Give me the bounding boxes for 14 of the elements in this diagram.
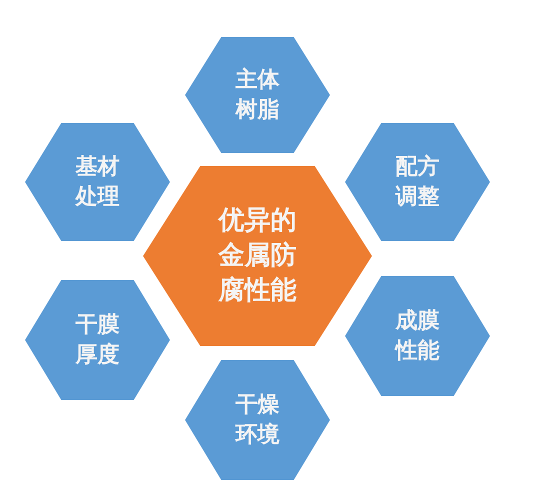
hexagon-node <box>345 123 490 241</box>
node-label: 主体树脂 <box>234 66 280 124</box>
node-label: 干燥环境 <box>234 391 280 449</box>
node-label: 干膜厚度 <box>74 311 120 369</box>
node-label: 配方调整 <box>394 153 440 211</box>
hexagon-node <box>185 360 330 480</box>
node-label: 成膜性能 <box>394 307 440 365</box>
hexagon-node <box>345 276 490 396</box>
hexagon-node <box>25 123 170 241</box>
node-label: 优异的金属防腐性能 <box>218 204 298 308</box>
hexagon-node <box>25 280 170 400</box>
node-label: 基材处理 <box>74 153 120 211</box>
hexagon-node <box>143 166 372 346</box>
hexagon-node <box>185 37 330 153</box>
